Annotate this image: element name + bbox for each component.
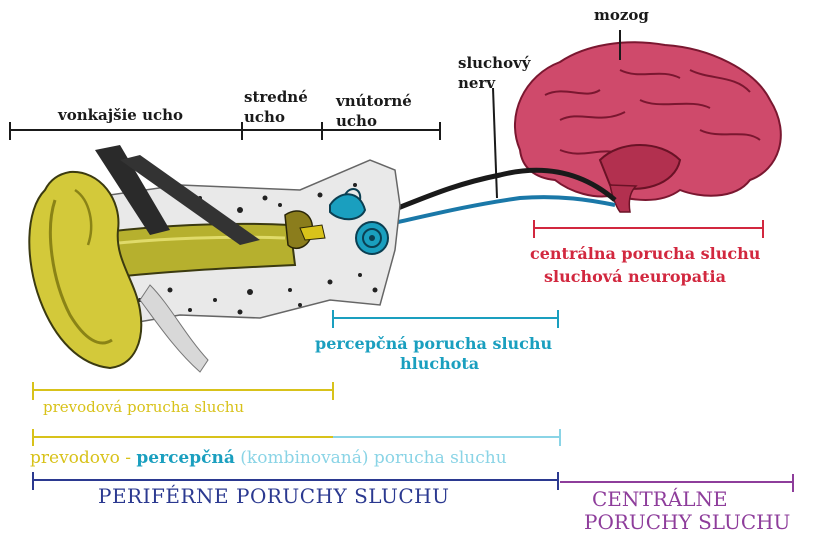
nerve-label-line2: nerv	[458, 76, 495, 91]
central-disorders-label-line2: PORUCHY SLUCHU	[584, 512, 790, 532]
inner-ear-label-line2: ucho	[336, 114, 377, 129]
sensorineural-hearing-loss-label: percepčná porucha sluchu	[315, 336, 552, 352]
sensorineural-bracket	[333, 310, 558, 328]
auditory-neuropathy-label: sluchová neuropatia	[544, 269, 726, 285]
brain-label: mozog	[594, 8, 649, 23]
outer-ear-label: vonkajšie ucho	[58, 108, 183, 123]
middle-ear-label-line2: ucho	[244, 110, 285, 125]
conductive-hearing-loss-label: prevodová porucha sluchu	[43, 400, 244, 415]
mixed-hearing-loss-label: prevodovo - percepčná (kombinovaná) poru…	[30, 450, 507, 467]
nerve-label-line1: sluchový	[458, 56, 531, 71]
mixed-part-sensorineural: percepčná	[136, 448, 234, 468]
inner-ear-label-line1: vnútorné	[336, 94, 412, 109]
brain-illustration	[515, 30, 781, 212]
mixed-bracket	[33, 429, 560, 446]
mixed-part-conductive: prevodovo -	[30, 448, 136, 468]
central-disorders-label-line1: CENTRÁLNE	[592, 489, 728, 509]
peripheral-disorders-label: PERIFÉRNE PORUCHY SLUCHU	[98, 486, 449, 506]
mixed-part-combined: (kombinovaná) porucha sluchu	[235, 448, 507, 468]
central-bracket	[534, 220, 763, 238]
middle-ear-label-line1: stredné	[244, 90, 308, 105]
deafness-label: hluchota	[400, 356, 479, 372]
central-hearing-loss-label: centrálna porucha sluchu	[530, 246, 760, 262]
